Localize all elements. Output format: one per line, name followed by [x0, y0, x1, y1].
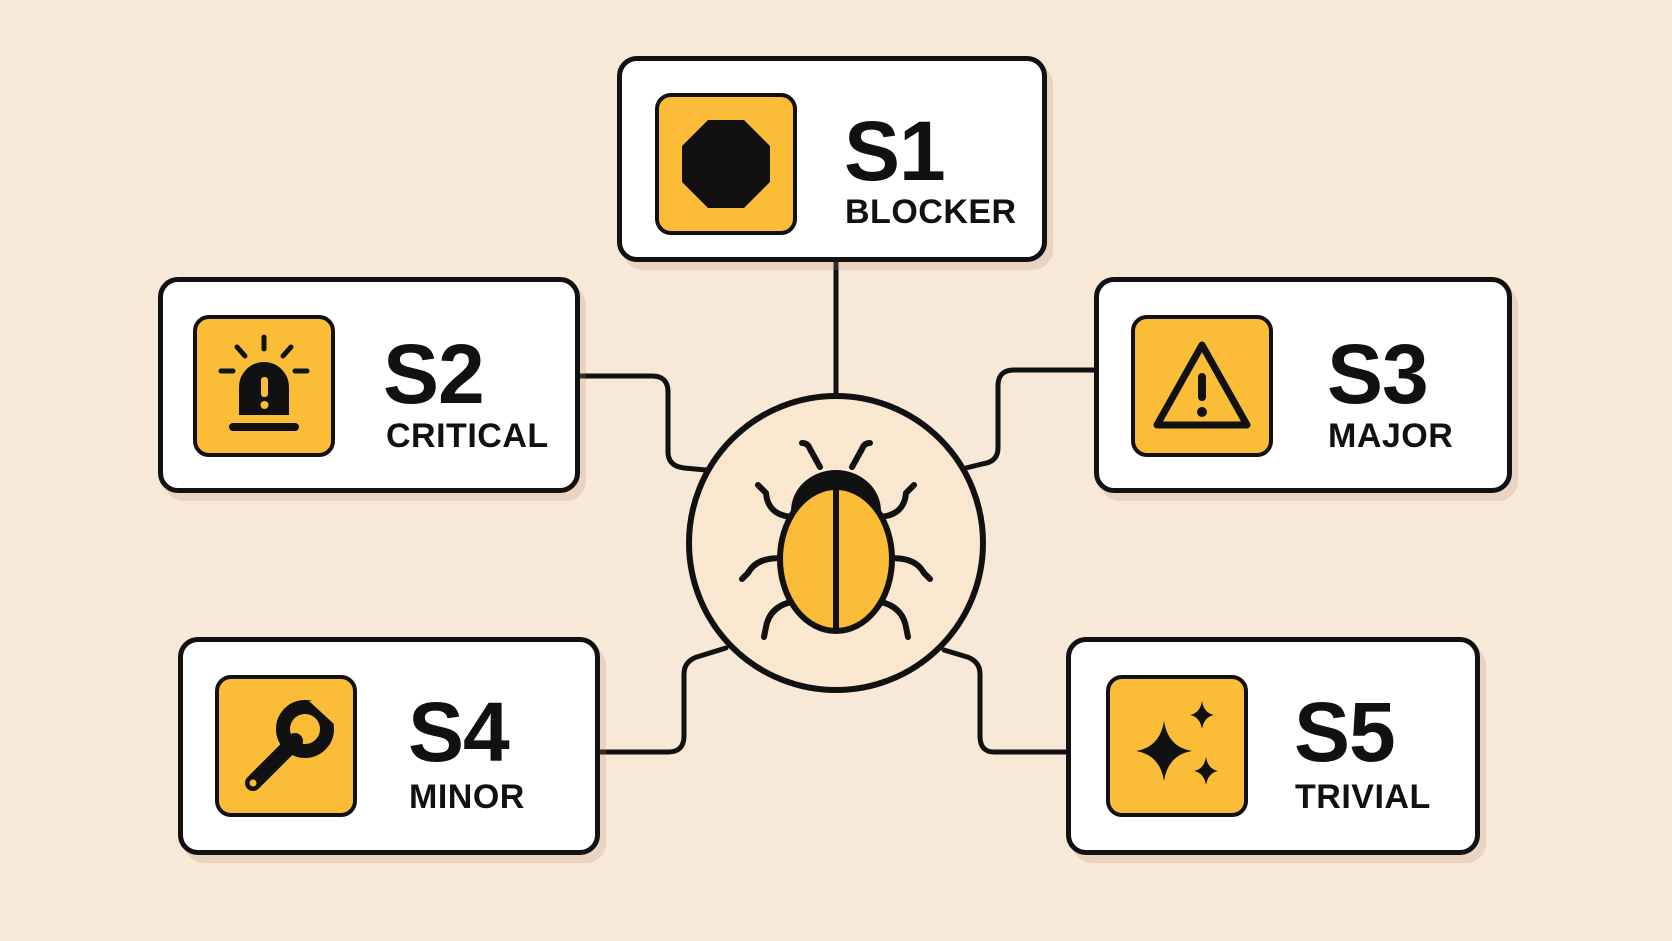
alarm-siren-icon — [218, 334, 310, 431]
severity-icon-tile-s1 — [655, 93, 797, 235]
severity-code-s1: S1 — [844, 104, 946, 198]
severity-label-s4: MINOR — [409, 778, 525, 816]
severity-card-s5: S5 TRIVIAL — [1066, 637, 1480, 855]
octagon-stop-icon — [682, 120, 770, 208]
connector-s2 — [577, 373, 709, 473]
severity-label-s5: TRIVIAL — [1295, 778, 1431, 816]
severity-icon-tile-s2 — [193, 315, 335, 457]
severity-icon-tile-s5 — [1106, 675, 1248, 817]
severity-icon-tile-s3 — [1131, 315, 1273, 457]
bug-hub — [686, 393, 986, 693]
wrench-icon — [245, 700, 335, 791]
severity-icon-tile-s4 — [215, 675, 357, 817]
connector-s3 — [963, 367, 1097, 471]
sparkles-icon — [1136, 701, 1218, 785]
severity-card-s1: S1 BLOCKER — [617, 56, 1047, 262]
severity-card-s4: S4 MINOR — [178, 637, 600, 855]
severity-code-s4: S4 — [408, 685, 510, 779]
severity-code-s5: S5 — [1294, 685, 1396, 779]
severity-label-s2: CRITICAL — [386, 417, 549, 455]
severity-code-s2: S2 — [383, 327, 485, 421]
severity-label-s3: MAJOR — [1328, 417, 1454, 455]
severity-code-s3: S3 — [1327, 327, 1429, 421]
severity-card-s3: S3 MAJOR — [1094, 277, 1512, 493]
severity-label-s1: BLOCKER — [845, 193, 1017, 231]
warning-triangle-icon — [1153, 341, 1251, 429]
severity-card-s2: S2 CRITICAL — [158, 277, 580, 493]
bug-icon — [739, 440, 933, 640]
